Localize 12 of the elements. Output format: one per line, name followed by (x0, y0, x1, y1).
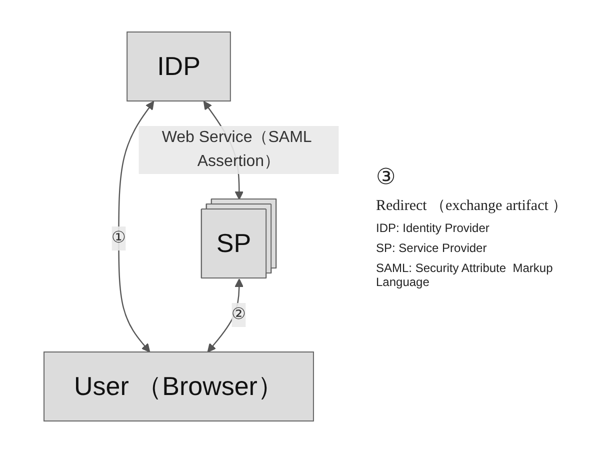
node-box: User （Browser） (43, 350, 314, 421)
arrow (206, 278, 244, 352)
annotation-text: Redirect （exchange artifact ） (376, 196, 568, 214)
edge-label: ② (231, 305, 246, 322)
edge-label: ① (111, 228, 126, 246)
note-text: IDP: Identity Provider (376, 220, 490, 234)
note-text: SAML: Security Attribute Markup Language (376, 260, 554, 288)
arrow (118, 100, 154, 352)
step-number: ③ (376, 164, 397, 190)
edge-label: Web Service（SAML Assertion） (161, 128, 311, 170)
note-text: SP: Service Provider (376, 240, 488, 254)
node-box: IDP (126, 31, 231, 101)
